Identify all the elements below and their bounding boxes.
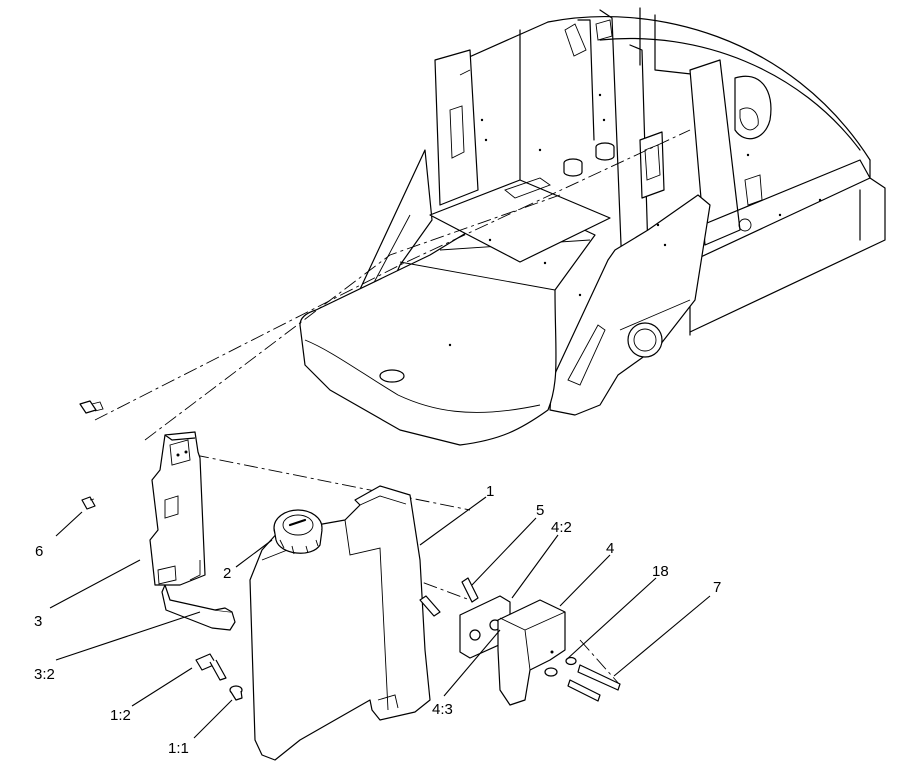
callout-1-2: 1:2 — [110, 707, 131, 724]
assembly-center-lines — [94, 129, 691, 686]
callout-1-1: 1:1 — [168, 740, 189, 757]
pin-5 — [419, 577, 479, 617]
clamp-bracket-4 — [459, 595, 577, 706]
callout-3-2: 3:2 — [34, 666, 55, 683]
callout-18: 18 — [652, 563, 669, 580]
callout-6: 6 — [35, 543, 43, 560]
fitting-1-1 — [229, 685, 243, 701]
callout-5: 5 — [536, 502, 544, 519]
fitting-6 — [81, 496, 96, 510]
mounting-bracket-3 — [149, 431, 236, 631]
hydraulic-tank-1 — [249, 485, 431, 761]
bolts-7 — [567, 664, 621, 702]
filler-cap-2 — [273, 509, 323, 555]
callout-4: 4 — [606, 540, 614, 557]
callout-4-2: 4:2 — [551, 519, 572, 536]
callout-labels: 1 2 3 3:2 6 5 4:2 4 18 7 4:3 1:2 1:1 — [34, 483, 721, 757]
callout-1: 1 — [486, 483, 494, 500]
breather-1-2 — [195, 653, 227, 681]
callout-3: 3 — [34, 613, 42, 630]
fitting-upper — [79, 400, 104, 414]
leader-lines — [49, 496, 711, 739]
callout-7: 7 — [713, 579, 721, 596]
callout-4-3: 4:3 — [432, 701, 453, 718]
machine-frame — [299, 7, 886, 446]
callout-2: 2 — [223, 565, 231, 582]
